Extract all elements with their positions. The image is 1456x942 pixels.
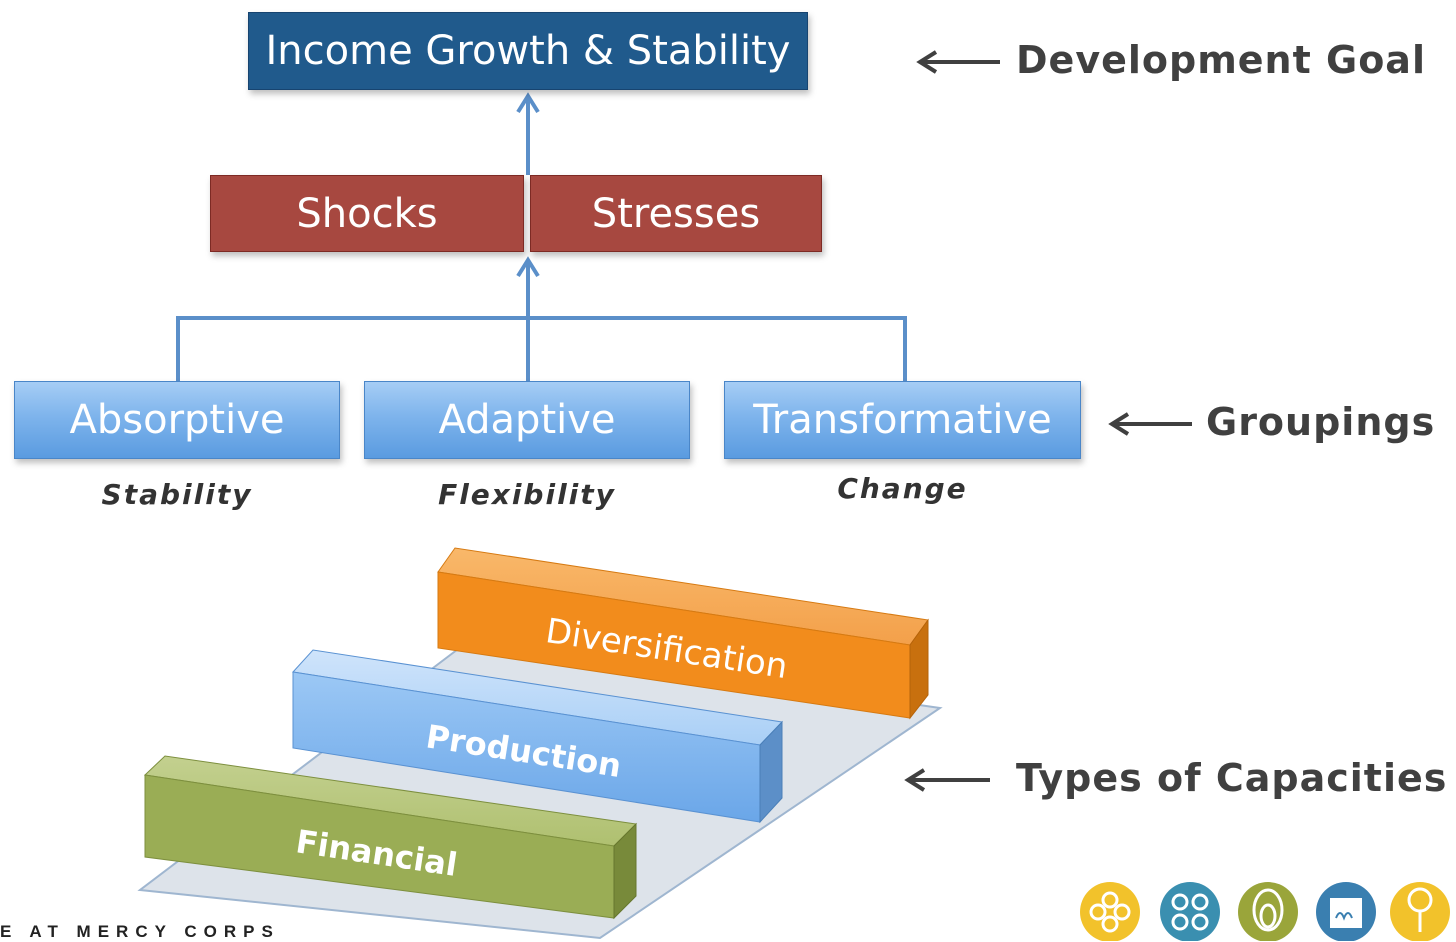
footer-text: E AT MERCY CORPS (0, 922, 280, 941)
stresses-label: Stresses (591, 190, 761, 237)
annotation-arrows (904, 50, 1192, 792)
network-icon (1160, 882, 1220, 941)
transformative-label: Transformative (753, 397, 1052, 443)
adaptive-box: Adaptive (364, 381, 690, 459)
shocks-label: Shocks (296, 190, 438, 237)
absorptive-label: Absorptive (69, 397, 285, 443)
absorptive-box: Absorptive (14, 381, 340, 459)
development-goal-annotation: Development Goal (1016, 38, 1426, 82)
groupings-annotation: Groupings (1206, 400, 1436, 444)
types-of-capacities-annotation: Types of Capacities (1016, 756, 1448, 800)
flexibility-sublabel: Flexibility (438, 478, 616, 511)
stability-sublabel: Stability (101, 478, 253, 511)
change-sublabel: Change (837, 472, 968, 505)
chart-icon (1316, 882, 1376, 941)
financial-bar (143, 755, 638, 920)
adaptive-label: Adaptive (438, 397, 616, 443)
connector-lines (176, 92, 907, 381)
stresses-box: Stresses (530, 175, 822, 252)
flower-icon (1080, 882, 1140, 941)
logo-strip (1080, 882, 1450, 941)
shocks-box: Shocks (210, 175, 524, 252)
transformative-box: Transformative (724, 381, 1081, 459)
production-bar (292, 649, 784, 824)
diversification-bar (437, 547, 929, 720)
spiral-icon (1238, 882, 1298, 941)
lightbulb-icon (1390, 882, 1450, 941)
goal-label: Income Growth & Stability (265, 28, 791, 74)
development-goal-box: Income Growth & Stability (248, 12, 808, 90)
